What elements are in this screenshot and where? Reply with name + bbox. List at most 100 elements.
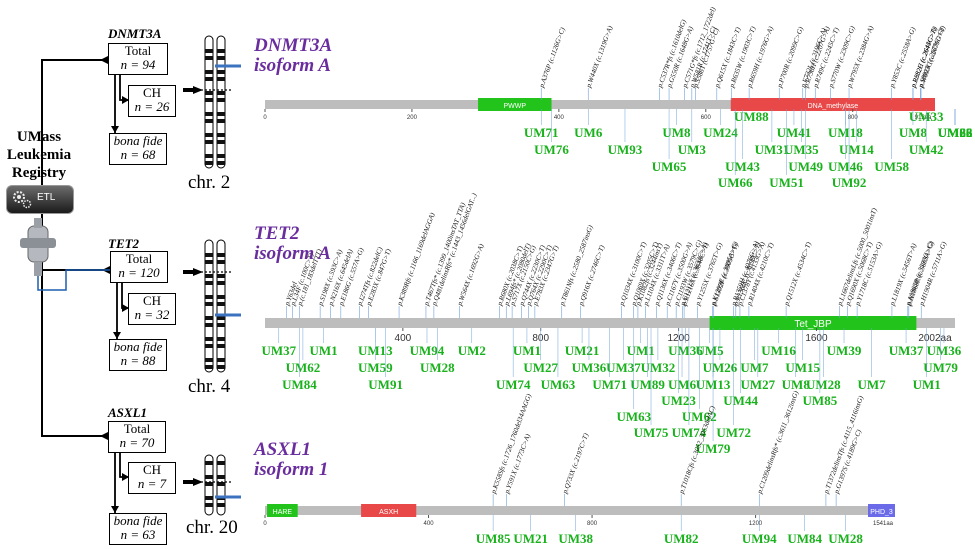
patient-label: UM75 — [634, 425, 669, 440]
chromosome-band — [205, 344, 213, 348]
arrow-shaft — [183, 88, 193, 92]
patient-label: UM66 — [718, 175, 753, 190]
registry-line-1: UMass — [16, 129, 62, 145]
chromosome-band — [205, 133, 213, 137]
chromosome-band — [217, 140, 225, 144]
patient-label: UM36 — [668, 343, 703, 358]
chromosome-band — [205, 295, 213, 299]
chromosome-band — [217, 119, 225, 123]
patient-label: UM1 — [913, 377, 941, 392]
domain-label: DNA_methylase — [808, 103, 859, 110]
chromosome-label-tet2: chr. 4 — [188, 376, 231, 397]
bf-n: n = 68 — [120, 147, 156, 162]
patient-label: UM85 — [476, 531, 511, 546]
chromosome-band — [205, 119, 213, 123]
bf-box-tet2: bona fide n = 88 — [109, 339, 167, 371]
gene-name-dnmt3a: DNMT3A — [108, 26, 162, 41]
patient-label: UM1 — [513, 343, 541, 358]
patient-label: UM36 — [927, 343, 962, 358]
chromosome — [183, 239, 241, 373]
patient-label: UM71 — [524, 125, 559, 140]
domain-label: PHD_3 — [870, 509, 893, 516]
protein-backbone — [265, 506, 895, 515]
mutation-label: p.T861Nfs (c.2580_2587insG) — [558, 223, 595, 307]
chromosome-band — [205, 154, 213, 158]
patient-label: UM8 — [782, 377, 811, 392]
isoform-name: isoform A — [254, 243, 331, 264]
patient-label: UM74 — [496, 377, 531, 392]
patient-label: UM68 — [938, 125, 973, 140]
chromosome-band — [217, 316, 225, 320]
mutation-label: p.Q1512X (c.4534C>T) — [782, 240, 813, 307]
patient-label: UM36 — [572, 360, 607, 375]
patient-label: UM28 — [806, 377, 841, 392]
patient-label: UM28 — [828, 531, 863, 546]
patient-label: UM21 — [565, 343, 600, 358]
bf-label: bona fide — [113, 513, 163, 528]
domain-label: ASXH — [379, 509, 398, 516]
patient-label: UM28 — [420, 360, 455, 375]
tick-label: 800 — [587, 521, 598, 527]
mutation-label: p.C1209delinsRfs* (c.3611_3612insG) — [755, 389, 800, 495]
patient-label: UM26 — [703, 360, 738, 375]
isoform-title-tet2: TET2 isoform A — [254, 224, 331, 264]
patient-label: UM8 — [899, 125, 928, 140]
patient-label: UM15 — [785, 360, 820, 375]
chromosome-band — [205, 302, 213, 306]
chromosome-band — [217, 344, 225, 348]
patient-label: UM44 — [723, 393, 758, 408]
chromosome-band — [205, 337, 213, 341]
patient-label: UM79 — [696, 441, 731, 456]
total-n: n = 94 — [120, 57, 156, 72]
machine-body — [34, 262, 42, 276]
chromosome-band — [217, 461, 225, 465]
machine-body — [34, 218, 42, 228]
patient-label: UM1 — [310, 343, 338, 358]
chromosome-band — [205, 70, 213, 74]
chromosome-band — [217, 91, 225, 95]
mutation-label: p.Q733X (c.2197C>T) — [561, 432, 591, 496]
chromosome-band — [217, 77, 225, 81]
tick-label: 1200 — [749, 521, 763, 527]
tick-label: 0 — [263, 115, 267, 121]
patient-label: UM3 — [678, 142, 707, 157]
patient-label: UM22 — [938, 125, 973, 140]
patient-label: UM86 — [938, 125, 973, 140]
patient-label: UM93 — [608, 142, 643, 157]
mutation-label: p.W440X (c.1319G>A) — [584, 24, 614, 90]
chromosome-band — [217, 260, 225, 264]
patient-label: UM85 — [803, 393, 838, 408]
patient-label: UM84 — [787, 531, 822, 546]
patient-label: UM39 — [827, 343, 862, 358]
patient-label: UM37 — [261, 343, 296, 358]
domain-label: Tet_JBP — [794, 319, 832, 330]
total-label: Total — [123, 421, 151, 436]
chromosome-band — [217, 112, 225, 116]
isoform-name: isoform A — [254, 55, 331, 76]
domain-box — [868, 504, 895, 517]
arrow-shaft — [183, 270, 193, 274]
isoform-name: isoform 1 — [254, 459, 329, 480]
chromosome — [183, 454, 241, 516]
chromosome-band — [205, 281, 213, 285]
arrow-head — [100, 56, 108, 64]
patient-label: UM63 — [541, 377, 576, 392]
domain-box — [730, 98, 935, 111]
chromosome-band — [217, 482, 225, 486]
data-connector — [37, 269, 110, 291]
domain-box — [478, 98, 552, 111]
chromosome-band — [217, 365, 225, 369]
ch-box-tet2: CH n = 32 — [128, 293, 176, 325]
patient-label: UM7 — [740, 360, 769, 375]
chromosome-band — [217, 475, 225, 479]
patient-label: UM16 — [761, 343, 796, 358]
mutation-label: p.Q481delinsRfs* (c.1443_1456delGAT...) — [430, 192, 479, 308]
chromosome-band — [217, 302, 225, 306]
domain-label: PWWP — [503, 103, 526, 110]
chromosome-band — [217, 281, 225, 285]
chromosome-band — [205, 98, 213, 102]
patient-label: UM23 — [661, 393, 696, 408]
isoform-title-asxl1: ASXL1 isoform 1 — [254, 440, 328, 480]
etl-label: ETL — [37, 192, 56, 203]
chromosome-band — [217, 154, 225, 158]
